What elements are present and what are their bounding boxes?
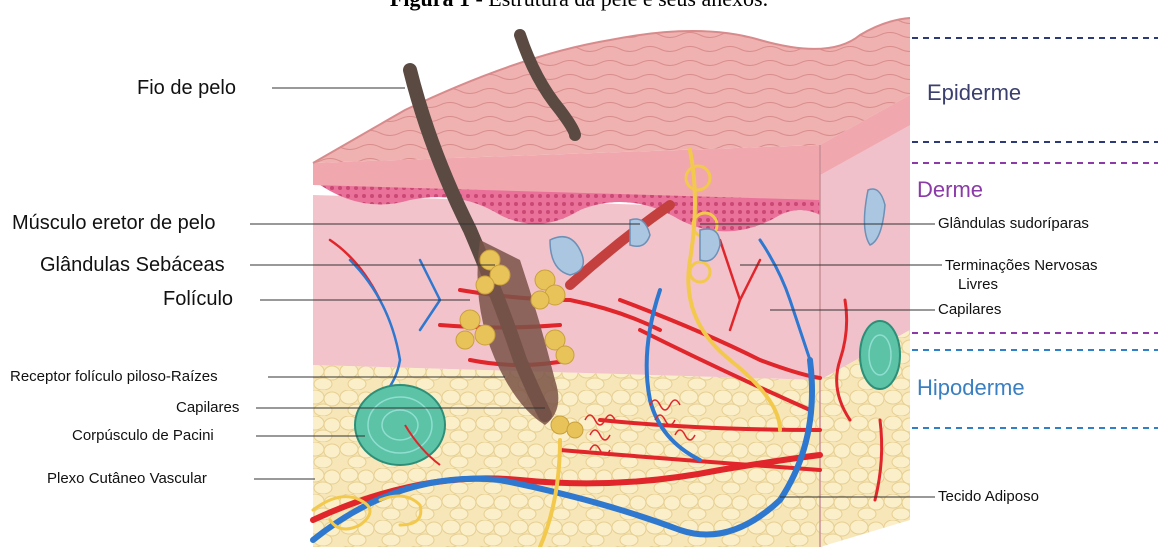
layer-label-derme: Derme xyxy=(917,177,983,203)
label-corpusculo-pacini: Corpúsculo de Pacini xyxy=(72,428,214,443)
label-receptor-foliculo: Receptor folículo piloso-Raízes xyxy=(10,369,218,384)
label-glandulas-sebaceas: Glândulas Sebáceas xyxy=(40,255,225,275)
label-terminacoes-line2: Livres xyxy=(958,277,998,292)
label-glandulas-sudoriparas: Glândulas sudoríparas xyxy=(938,216,1089,231)
skin-top-surface xyxy=(313,18,910,163)
label-musculo-eretor: Músculo eretor de pelo xyxy=(12,213,215,233)
label-tecido-adiposo: Tecido Adiposo xyxy=(938,489,1039,504)
label-plexo-cutaneo: Plexo Cutâneo Vascular xyxy=(47,471,207,486)
skin-block-side-face xyxy=(820,95,910,547)
label-foliculo: Folículo xyxy=(163,289,233,309)
label-fio-de-pelo: Fio de pelo xyxy=(137,78,236,98)
label-terminacoes-line1: Terminações Nervosas xyxy=(945,258,1098,273)
layer-label-hipoderme: Hipoderme xyxy=(917,375,1025,401)
label-capilares-left: Capilares xyxy=(176,400,239,415)
label-capilares-right: Capilares xyxy=(938,302,1001,317)
layer-label-epiderme: Epiderme xyxy=(927,80,1021,106)
